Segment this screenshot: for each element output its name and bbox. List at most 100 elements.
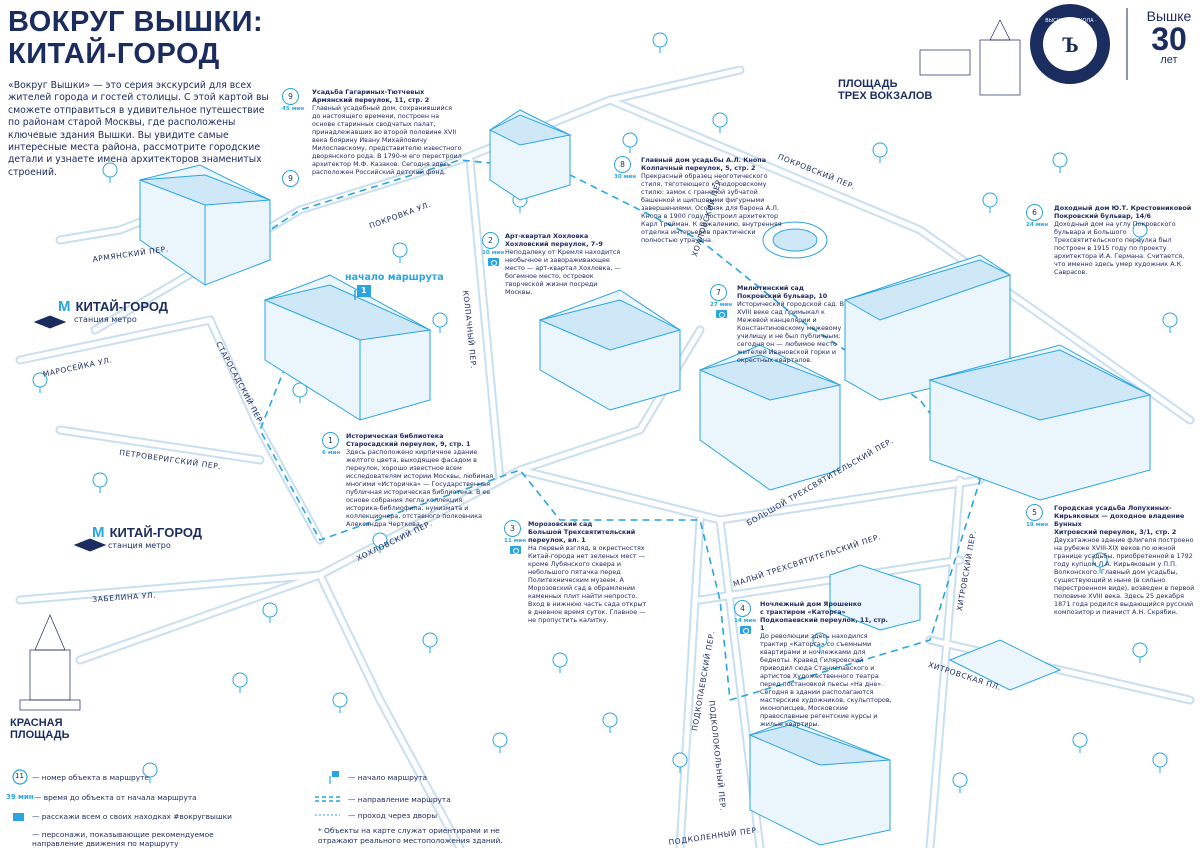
poi-text: На первый взгляд, в окрестностях Китай-г…	[528, 544, 647, 624]
streets-centerlines	[17, 67, 1193, 848]
marker-time: 24 мин	[1026, 222, 1049, 228]
legend-people: — персонажи, показывающие рекомендуемое …	[32, 830, 214, 848]
marker-9[interactable]: 9 45 мин	[282, 88, 304, 112]
legend-number: — номер объекта в маршруте	[32, 773, 149, 782]
marker-3[interactable]: 3 11 мин	[504, 520, 526, 554]
marker-number: 4	[734, 600, 751, 617]
legend-number-example: 11	[15, 772, 24, 780]
poi-9: Усадьба Гагариных-Тютчевых Армянский пер…	[312, 88, 462, 176]
route-path	[239, 159, 981, 701]
metro-icon: М	[58, 298, 71, 315]
marker-7[interactable]: 7 27 мин	[710, 284, 732, 318]
marker-time: 11 мин	[504, 538, 527, 544]
metro-icon: М	[92, 524, 105, 541]
camera-icon	[715, 310, 727, 318]
building-historical-library	[263, 274, 432, 421]
marker-time: 19 мин	[1026, 522, 1049, 528]
marker-8[interactable]: 8 30 мин	[614, 156, 636, 180]
anniversary-badge: Вышке 30 лет	[1140, 8, 1198, 66]
metro-entrance-bottom	[73, 538, 107, 552]
marker-1[interactable]: 1 6 мин	[322, 432, 340, 456]
marker-5[interactable]: 5 19 мин	[1026, 504, 1048, 528]
poi-address: Старосадский переулок, 9, стр. 1	[346, 440, 471, 448]
poi-7: Милютинский сад Покровский бульвар, 10 И…	[737, 284, 855, 364]
marker-4[interactable]: 4 14 мин	[734, 600, 756, 634]
poi-title: Доходный дом Ю.Т. Крестовниковой	[1054, 204, 1192, 212]
camera-icon	[509, 546, 521, 554]
poi-text: Здесь расположено кирпичное здание желто…	[346, 448, 494, 528]
poi-address: Хохловский переулок, 7–9	[505, 240, 603, 248]
poi-text: Доходный дом на углу Покровского бульвар…	[1054, 220, 1185, 276]
building-knop-house	[488, 109, 572, 201]
metro-top-sub: станция метро	[74, 315, 137, 324]
building-khokhlovka	[538, 289, 682, 411]
marker-2[interactable]: 2 10 мин	[482, 232, 504, 266]
marker-number: 1	[322, 432, 339, 449]
legend-time-example: 39 мин	[6, 793, 34, 801]
poi-text: До революции здесь находился трактир «Ка…	[760, 632, 892, 728]
legend-yard: — проход через дворы	[348, 811, 438, 820]
poi-title: Арт-квартал Хохловка	[505, 232, 589, 240]
anniversary-number: 30	[1151, 21, 1187, 57]
poi-title: Главный дом усадьбы А.Л. Кнопа	[641, 156, 767, 164]
poi-title: Милютинский сад	[737, 284, 804, 292]
marker-number: 9	[282, 170, 299, 187]
poi-2: Арт-квартал Хохловка Хохловский переулок…	[505, 232, 623, 296]
poi-title: Историческая библиотека	[346, 432, 444, 440]
three-stations-label: ПЛОЩАДЬ ТРЕХ ВОКЗАЛОВ	[838, 78, 933, 102]
hse-emblem: Ъ	[1030, 4, 1128, 84]
poi-address: Хитровский переулок, 3/1, стр. 2	[1054, 528, 1177, 536]
marker-9-clone: 9	[282, 170, 299, 187]
building-lopukhin	[829, 564, 1062, 691]
legend-photo: — расскажи всем о своих находках #вокруг…	[32, 812, 232, 821]
marker-time: 6 мин	[322, 450, 341, 456]
poi-text: Неподалеку от Кремля находится необычное…	[505, 248, 621, 296]
building-gagarin-estate	[139, 164, 271, 286]
poi-title: Городская усадьба Лопухиных-Кирьяковых —…	[1054, 504, 1185, 528]
svg-text:Ъ: Ъ	[1062, 32, 1079, 57]
poi-address: Армянский переулок, 11, стр. 2	[312, 96, 430, 104]
marker-time: 10 мин	[482, 250, 505, 256]
poi-address: Большой Трехсвятительский переулок, вл. …	[528, 528, 636, 544]
poi-address: Колпачный переулок, 5, стр. 2	[641, 164, 756, 172]
marker-number: 8	[614, 156, 631, 173]
title-line-2: КИТАЙ-ГОРОД	[8, 38, 220, 70]
legend-footnote: * Объекты на карте служат ориентирами и …	[318, 826, 503, 845]
legend-time: — время до объекта от начала маршрута	[34, 793, 197, 802]
metro-bottom-sub: станция метро	[108, 541, 171, 550]
page-title: ВОКРУГ ВЫШКИ: КИТАЙ-ГОРОД	[8, 6, 263, 70]
emblem-text: ВЫСШАЯ · ШКОЛА · ЭКОНОМИКИ ·	[1045, 18, 1097, 30]
poi-title: Ночлежный дом Ярошенко	[760, 600, 862, 608]
poi-title: Морозовский сад	[528, 520, 593, 528]
marker-number: 3	[504, 520, 521, 537]
poi-text: Прекрасный образец неоготического стиля,…	[641, 172, 782, 244]
poi-4: Ночлежный дом Ярошенко с трактиром «Като…	[760, 600, 894, 728]
trees-layer	[32, 32, 1178, 803]
poi-address: Покровский бульвар, 10	[737, 292, 828, 300]
metro-top[interactable]: М КИТАЙ-ГОРОД станция метро	[58, 296, 168, 324]
marker-time: 30 мин	[614, 174, 637, 180]
poi-text: Исторический городской сад. В XVIII веке…	[737, 300, 844, 364]
marker-number: 6	[1026, 204, 1043, 221]
metro-bottom[interactable]: М КИТАЙ-ГОРОД станция метро	[92, 522, 202, 550]
legend-icons	[12, 769, 340, 821]
poi-address: Покровский бульвар, 14/6	[1054, 212, 1151, 220]
metro-entrance-top	[33, 315, 67, 329]
marker-time: 45 мин	[282, 106, 305, 112]
poi-3: Морозовский сад Большой Трехсвятительски…	[528, 520, 652, 624]
title-line-1: ВОКРУГ ВЫШКИ:	[8, 6, 264, 38]
poi-address: с трактиром «Каторга» Подкопаевский пере…	[760, 608, 888, 632]
red-square-sketch	[19, 614, 81, 711]
marker-time: 27 мин	[710, 302, 733, 308]
legend-start: — начало маршрута	[348, 773, 428, 782]
building-yaroshenko	[748, 719, 891, 846]
marker-6[interactable]: 6 24 мин	[1026, 204, 1048, 228]
metro-bottom-name: КИТАЙ-ГОРОД	[109, 525, 203, 540]
three-stations-sketch	[919, 19, 1021, 96]
route-start-label: начало маршрута	[345, 272, 444, 283]
red-square-label: КРАСНАЯ ПЛОЩАДЬ	[10, 717, 70, 741]
buildings-layer	[19, 19, 1152, 846]
camera-icon	[739, 626, 751, 634]
route-start-flag	[354, 285, 371, 300]
